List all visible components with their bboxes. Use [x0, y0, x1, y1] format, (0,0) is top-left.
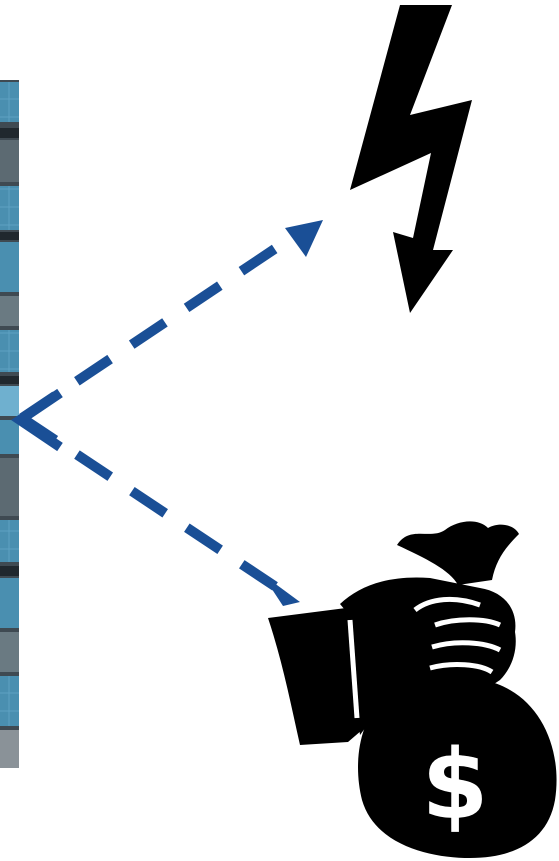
arrowhead-up [285, 220, 323, 257]
arrow-to-money [22, 418, 300, 606]
money-bag-icon: $ [268, 521, 557, 858]
arrow-to-electricity [22, 220, 323, 418]
lightning-bolt-icon [350, 5, 472, 313]
dollar-sign: $ [422, 729, 489, 841]
arrow-origin-chevron [20, 393, 60, 447]
solar-panel-image [0, 80, 19, 768]
arrowhead-down [262, 574, 300, 606]
